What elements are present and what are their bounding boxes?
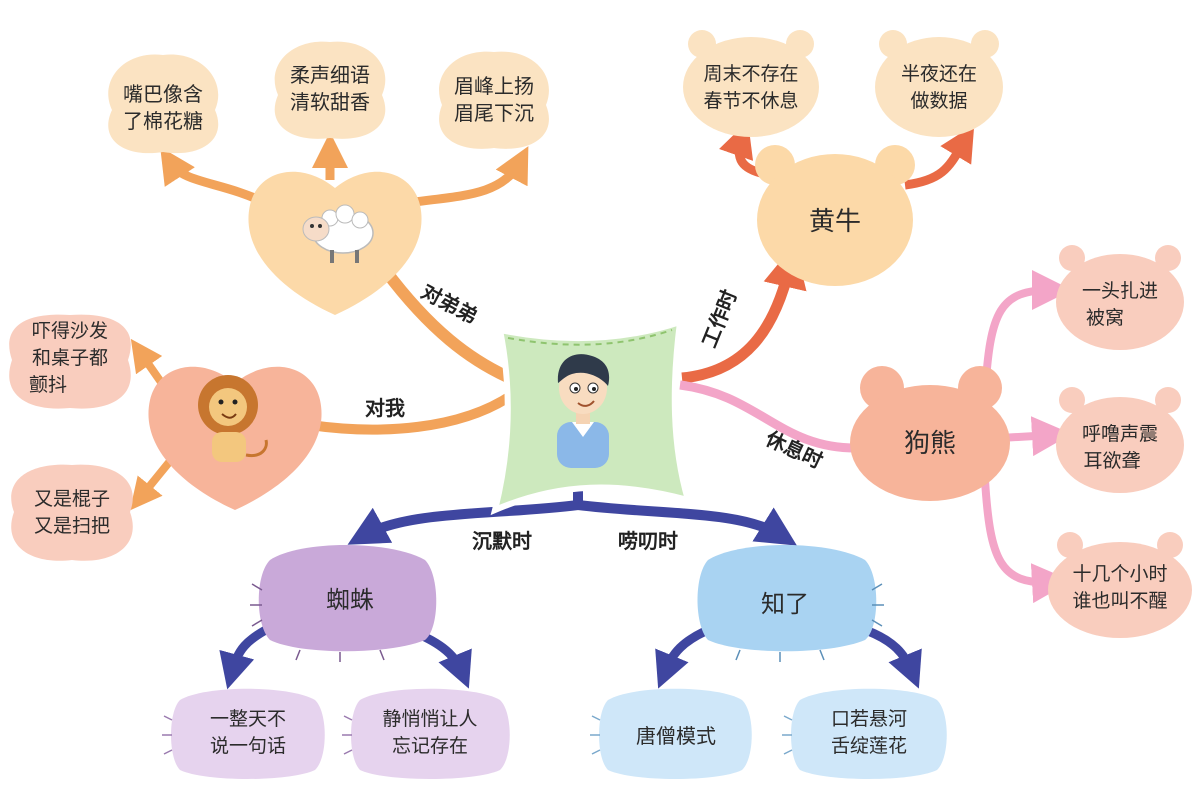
spider-child-2: 静悄悄让人 忘记存在	[342, 688, 510, 779]
cicada-child-2-line-1: 口若悬河	[831, 708, 907, 730]
boy-portrait-icon	[557, 354, 610, 468]
center-node	[490, 317, 693, 516]
edge-ox-child-2	[904, 124, 975, 190]
edge-chatter	[577, 500, 797, 546]
edge-ox	[681, 243, 807, 384]
bear-child-3-line-2: 谁也叫不醒	[1072, 590, 1167, 612]
cicada-child-2: 口若悬河 舌绽莲花	[782, 688, 947, 779]
bear-label: 狗熊	[904, 429, 956, 459]
cicada-child-2-line-2: 舌绽莲花	[831, 735, 907, 757]
sheep-child-1-line-2: 了棉花糖	[123, 109, 203, 133]
ox-child-1-line-1: 周末不存在	[703, 63, 798, 85]
spider-child-1-line-2: 说一句话	[210, 735, 286, 757]
bear-child-2-line-1: 呼噜声震	[1082, 423, 1158, 445]
edge-bear-child-3	[981, 479, 1072, 604]
bear-child-2: 呼噜声震 耳欲聋	[1056, 387, 1184, 493]
cicada-child-1: 唐僧模式	[590, 688, 752, 779]
edge-silent-talk	[347, 470, 583, 545]
sheep-child-3: 眉峰上扬 眉尾下沉	[439, 51, 549, 149]
sheep-child-1: 嘴巴像含 了棉花糖	[108, 54, 219, 154]
spider-label: 蜘蛛	[326, 586, 374, 614]
ox-child-2-line-1: 半夜还在	[901, 63, 977, 85]
lion-child-1: 吓得沙发 和桌子都 颤抖	[9, 314, 131, 409]
lion-child-2-line-2: 又是扫把	[34, 515, 110, 537]
cicada-node: 知了	[697, 545, 884, 662]
edge-label-cicada: 唠叨时	[618, 529, 678, 553]
edge-label-lion: 对我	[365, 396, 405, 420]
sheep-child-3-line-1: 眉峰上扬	[454, 74, 534, 98]
lion-child-1-line-1: 吓得沙发	[32, 320, 108, 342]
lion-child-1-line-2: 和桌子都	[32, 347, 108, 369]
sheep-child-2: 柔声细语 清软甜香	[274, 41, 386, 139]
spider-child-1: 一整天不 说一句话	[162, 688, 325, 779]
spider-child-1-line-1: 一整天不	[210, 708, 286, 730]
sheep-child-2-line-1: 柔声细语	[290, 63, 370, 87]
bear-child-1: 一头扎进 被窝	[1056, 245, 1184, 350]
edge-bear	[679, 380, 861, 453]
lion-icon	[198, 375, 268, 462]
bear-child-1-line-2: 被窝	[1086, 307, 1124, 329]
spider-child-2-line-1: 静悄悄让人	[382, 708, 477, 730]
lion-child-1-line-3: 颤抖	[29, 374, 67, 396]
sheep-child-3-line-2: 眉尾下沉	[454, 101, 534, 125]
ox-child-2-line-2: 做数据	[910, 90, 967, 112]
ox-child-1: 周末不存在 春节不休息	[683, 30, 819, 137]
edge-sheep	[379, 264, 516, 384]
edge-lion	[305, 390, 517, 435]
sheep-child-2-line-2: 清软甜香	[290, 90, 370, 114]
edge-label-ox: 工作时	[697, 286, 742, 351]
ox-node: 黄牛	[755, 145, 915, 286]
ox-label: 黄牛	[809, 207, 861, 237]
bear-child-2-line-2: 耳欲聋	[1083, 450, 1140, 472]
lion-child-2-line-1: 又是棍子	[34, 488, 110, 510]
bear-child-1-line-1: 一头扎进	[1082, 280, 1158, 302]
sheep-child-1-line-1: 嘴巴像含	[123, 82, 203, 106]
sheep-icon	[302, 204, 374, 263]
ox-child-1-line-2: 春节不休息	[703, 90, 798, 112]
lion-node	[148, 366, 322, 510]
lion-child-2: 又是棍子 又是扫把	[11, 464, 133, 561]
cicada-label: 知了	[761, 590, 809, 618]
bear-child-3: 十几个小时 谁也叫不醒	[1048, 532, 1192, 638]
edge-label-spider: 沉默时	[472, 529, 532, 553]
bear-child-3-line-1: 十几个小时	[1072, 563, 1167, 585]
cicada-child-1-line-1: 唐僧模式	[636, 724, 716, 748]
spider-child-2-line-2: 忘记存在	[392, 735, 468, 757]
ox-child-2: 半夜还在 做数据	[875, 30, 1003, 137]
sheep-node	[248, 171, 422, 315]
bear-node: 狗熊	[850, 366, 1010, 501]
spider-node: 蜘蛛	[250, 545, 437, 662]
